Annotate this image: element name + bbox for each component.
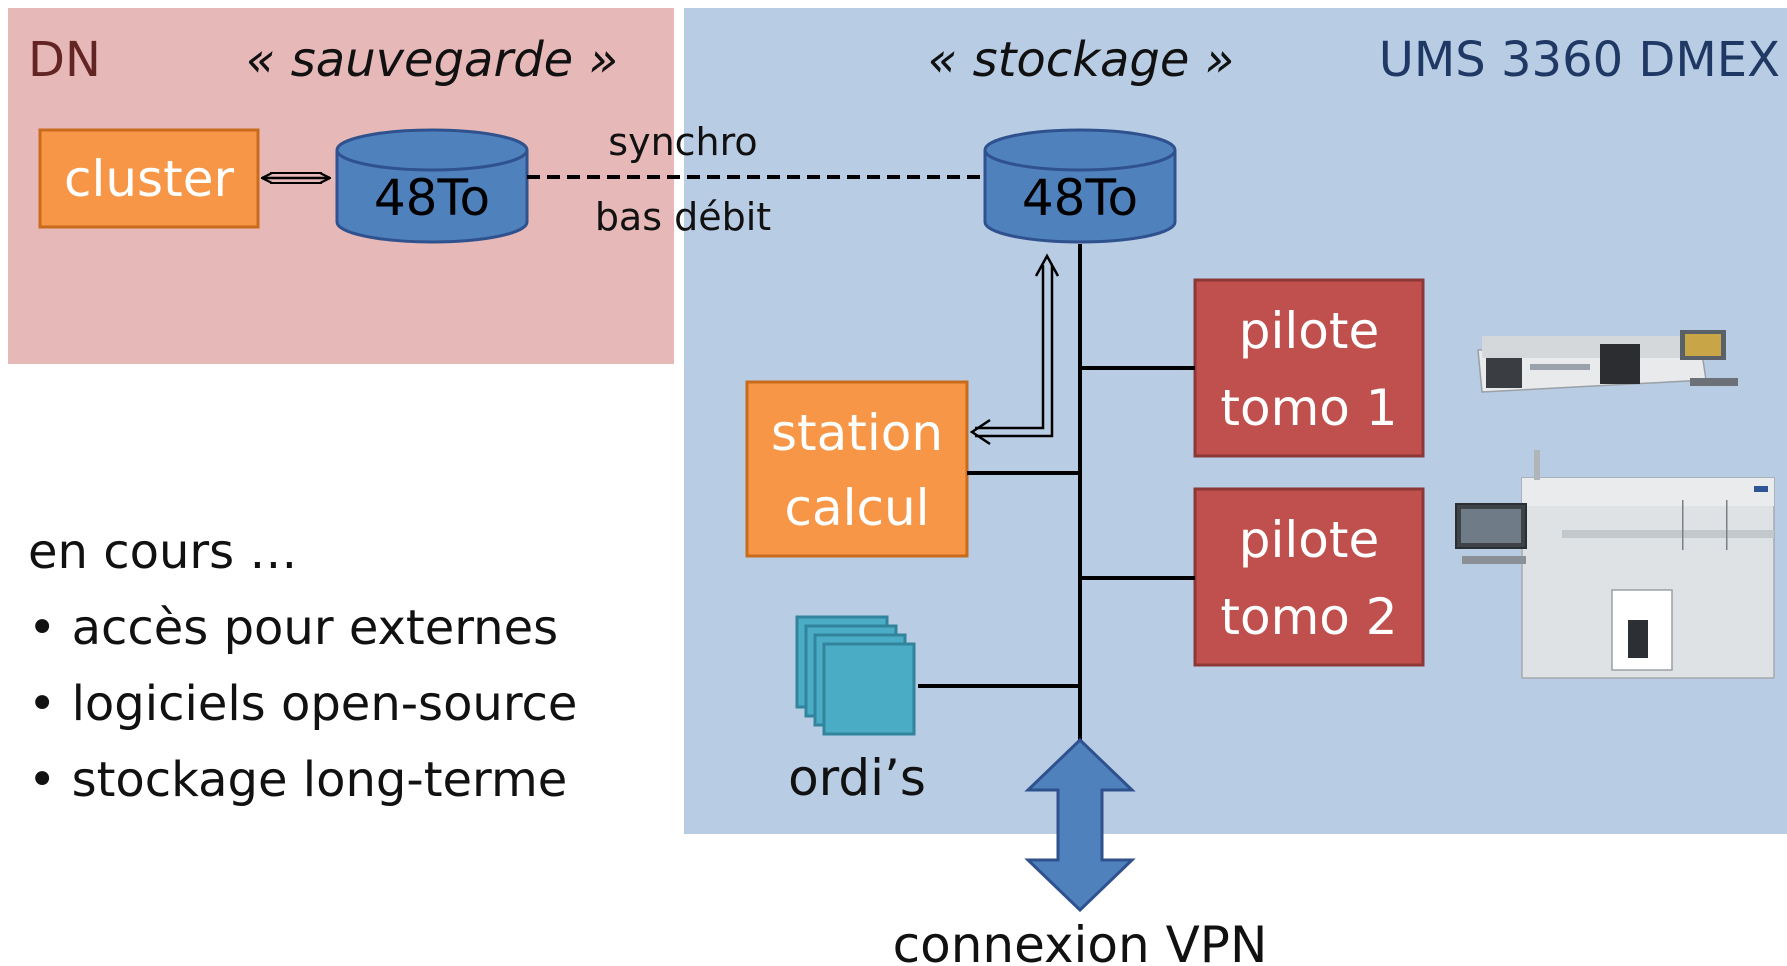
dmex-label: UMS 3360 DMEX [1379, 32, 1780, 88]
station-store-link [969, 253, 1060, 446]
pilote1-line1: pilote [1239, 302, 1379, 360]
bullet-2: • [28, 676, 72, 732]
cluster-label: cluster [64, 150, 234, 208]
note-item-1-text: accès pour externes [71, 600, 559, 656]
pilote2-line1: pilote [1239, 511, 1379, 569]
pilote1-line2: tomo 1 [1220, 379, 1397, 437]
note-item-3-text: stockage long-terme [71, 752, 568, 808]
main-store-icon: 48To [983, 128, 1177, 244]
bas-debit-label: bas débit [595, 195, 771, 239]
dn-label: DN [28, 32, 101, 88]
station-line1: station [771, 404, 943, 462]
notes-heading: en cours … [28, 524, 298, 580]
sauvegarde-title: « sauvegarde » [246, 32, 618, 88]
synchro-label: synchro [608, 120, 757, 164]
tomograph-1-image [1477, 330, 1738, 393]
station-calcul-node: station calcul [745, 380, 969, 558]
tomograph-2-image [1455, 450, 1775, 679]
vpn-arrow-icon [1024, 737, 1136, 913]
backup-store-label: 48To [374, 169, 490, 227]
note-item-3: • stockage long-terme [28, 752, 567, 808]
note-item-1: • accès pour externes [28, 600, 558, 656]
bullet-1: • [28, 600, 72, 656]
pilote-tomo-1-node: pilote tomo 1 [1193, 278, 1425, 458]
cluster-node: cluster [38, 128, 260, 229]
stockage-title: « stockage » [928, 32, 1235, 88]
vpn-label: connexion VPN [893, 916, 1268, 966]
note-item-2: • logiciels open-source [28, 676, 577, 732]
backup-store-icon: 48To [335, 128, 529, 244]
pilote2-line2: tomo 2 [1220, 588, 1397, 646]
bullet-3: • [28, 752, 72, 808]
note-item-2-text: logiciels open-source [71, 676, 578, 732]
pilote-tomo-2-node: pilote tomo 2 [1193, 487, 1425, 667]
main-store-label: 48To [1022, 169, 1138, 227]
computers-icon [795, 615, 916, 736]
station-line2: calcul [784, 479, 929, 537]
computers-label: ordi’s [788, 749, 926, 807]
